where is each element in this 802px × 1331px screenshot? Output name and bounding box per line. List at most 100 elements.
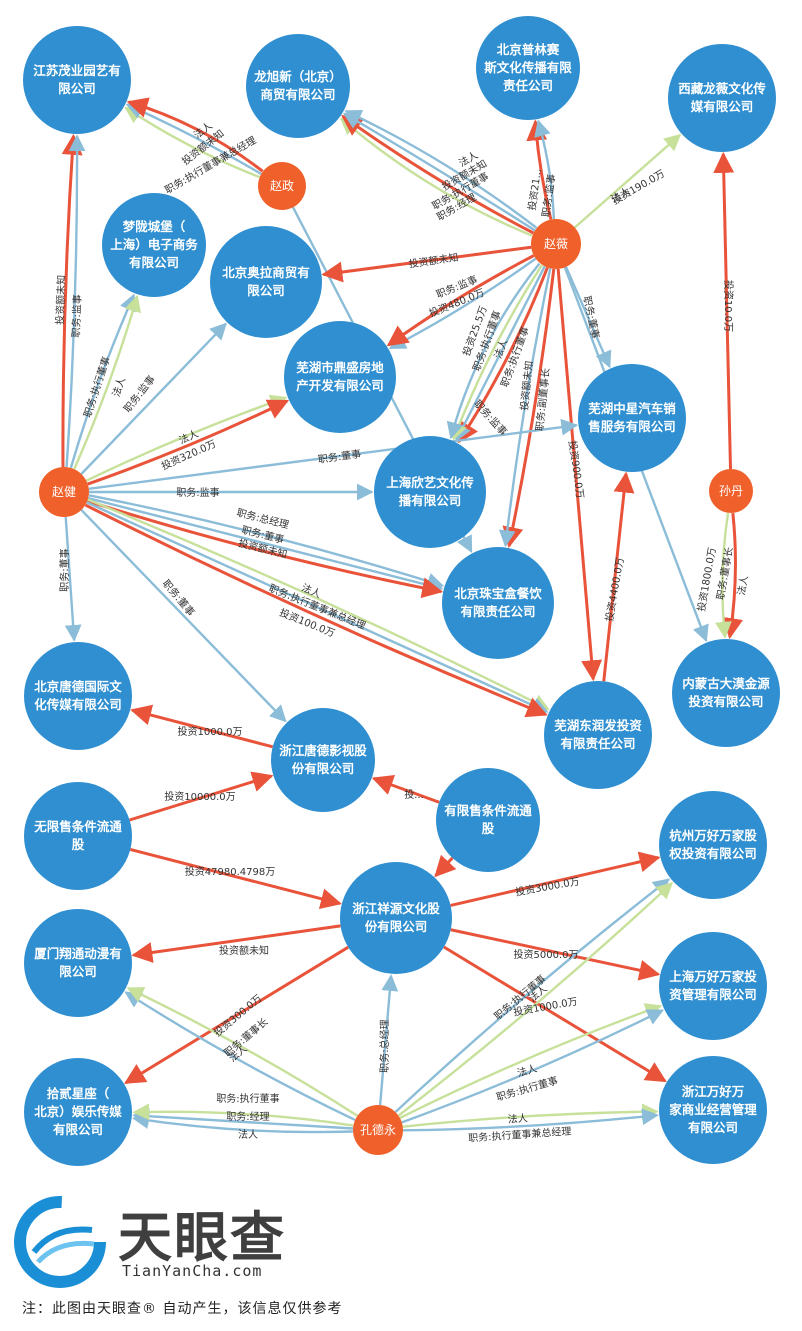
- company-label: 斯文化传播有限: [484, 60, 572, 75]
- edge-zhaozheng-jiangsu-1: [125, 103, 262, 175]
- person-circle: [39, 467, 89, 517]
- company-circle: [24, 642, 132, 750]
- company-label: 上海）电子商务: [110, 237, 198, 252]
- person-circle: [353, 1105, 403, 1155]
- company-label: 北京唐德国际文: [34, 679, 122, 694]
- edge-label: 投资1800.0万: [695, 546, 719, 612]
- edge-youxian-zjtangde-46: [371, 775, 440, 804]
- edge-kongdeyong-xiamen-57: [126, 987, 358, 1117]
- edge-zhaojian-aola-30: [80, 322, 227, 475]
- edge-zhaowei-xinyi-15: [455, 265, 546, 442]
- edge-label: 投资21...: [525, 168, 544, 212]
- edge-zhaowei-xinyi-17: [446, 262, 541, 440]
- company-circle: [24, 782, 132, 890]
- edge-kongdeyong-hangzhou-54: [394, 878, 671, 1113]
- edge-label: 职务:监事: [176, 486, 219, 499]
- company-label: 北京普林赛: [497, 42, 560, 57]
- company-label: 无限售条件流通: [33, 819, 122, 834]
- company-label: 有限公司: [129, 255, 179, 270]
- edge-zhaojian-tangde-41: [64, 516, 82, 642]
- company-label: 媒有限公司: [691, 99, 754, 114]
- company-label: 产开发有限公司: [296, 378, 384, 393]
- edge-label: 职务:执行董事: [495, 1074, 560, 1104]
- edge-xiangyuan-hangzhou-49: [450, 851, 661, 907]
- company-circle: [442, 547, 554, 659]
- company-label: 内蒙古大漠金源: [682, 676, 770, 691]
- company-label: 芜湖东润发投资: [554, 718, 642, 733]
- company-circle: [476, 16, 580, 120]
- edge-wuxian-xiangyuan-47: [129, 848, 342, 909]
- nodes-layer: 江苏茂业园艺有限公司龙旭新（北京）商贸有限公司北京普林赛斯文化传播有限责任公司西…: [23, 16, 780, 1166]
- company-label: 浙江万好万: [682, 1084, 745, 1099]
- person-node-zhaozheng[interactable]: 赵政: [258, 162, 306, 210]
- company-label: 杭州万好万家股: [669, 828, 757, 843]
- person-label: 赵健: [52, 485, 76, 499]
- person-label: 赵薇: [544, 237, 568, 251]
- person-node-zhaojian[interactable]: 赵健: [39, 467, 89, 517]
- company-label: 北京珠宝盒餐饮: [454, 586, 542, 601]
- edge-label: 法人: [516, 1062, 539, 1080]
- company-label: 芜湖市鼎盛房地: [296, 360, 384, 375]
- edge-zhaojian-zhubao-36: [87, 497, 444, 594]
- company-circle: [374, 436, 486, 548]
- edge-label: 投资47980.4798万: [185, 865, 275, 878]
- edge-xiangyuan-xiamen-50: [131, 924, 341, 963]
- company-circle: [668, 44, 776, 152]
- company-label: 龙旭新（北京）: [253, 69, 342, 84]
- company-circle: [284, 321, 396, 433]
- edge-sundan-xizang-23: [713, 151, 735, 470]
- company-circle: [659, 1056, 767, 1164]
- company-label: 上海万好万家投: [669, 969, 757, 984]
- edge-kongdeyong-shwhwj-59: [399, 1003, 663, 1119]
- person-node-zhaowei[interactable]: 赵薇: [531, 219, 581, 269]
- edge-zhaowei-zhubao-20: [498, 268, 552, 548]
- company-label: 股: [482, 821, 495, 836]
- edge-label: 职务:董事: [317, 447, 362, 466]
- edge-label: 职务:经理: [226, 1110, 269, 1123]
- person-node-sundan[interactable]: 孙丹: [709, 469, 753, 513]
- company-label: 浙江唐德影视股: [279, 743, 367, 758]
- company-circle: [672, 639, 780, 747]
- edge-zhaowei-longxu-5: [341, 115, 535, 235]
- company-label: 份有限公司: [292, 761, 355, 776]
- company-node-longxu[interactable]: 龙旭新（北京）商贸有限公司: [246, 34, 350, 138]
- edge-label: 投资额未知: [219, 944, 269, 957]
- edge-label: 投资10000.0万: [164, 790, 235, 803]
- edge-kongdeyong-shiwu-63: [132, 1103, 354, 1127]
- edge-zhaowei-aola-11: [321, 245, 532, 283]
- edge-label: 投资4400.0万: [603, 556, 627, 622]
- person-node-kongdeyong[interactable]: 孔德永: [353, 1105, 403, 1155]
- edge-label: 投资额未知: [517, 360, 535, 411]
- edges-layer: [61, 97, 744, 1134]
- person-label: 赵政: [270, 179, 294, 193]
- company-label: 责任公司: [503, 78, 553, 93]
- company-circle: [24, 1058, 132, 1166]
- company-label: 浙江祥源文化股: [352, 901, 440, 916]
- edge-label: 法人: [238, 1128, 258, 1141]
- edge-zhaowei-beijingpl-9: [534, 119, 556, 220]
- company-label: 梦陇城堡（: [123, 219, 186, 234]
- edge-label: 法人: [734, 574, 750, 596]
- company-label: 有限售条件流通: [444, 803, 532, 818]
